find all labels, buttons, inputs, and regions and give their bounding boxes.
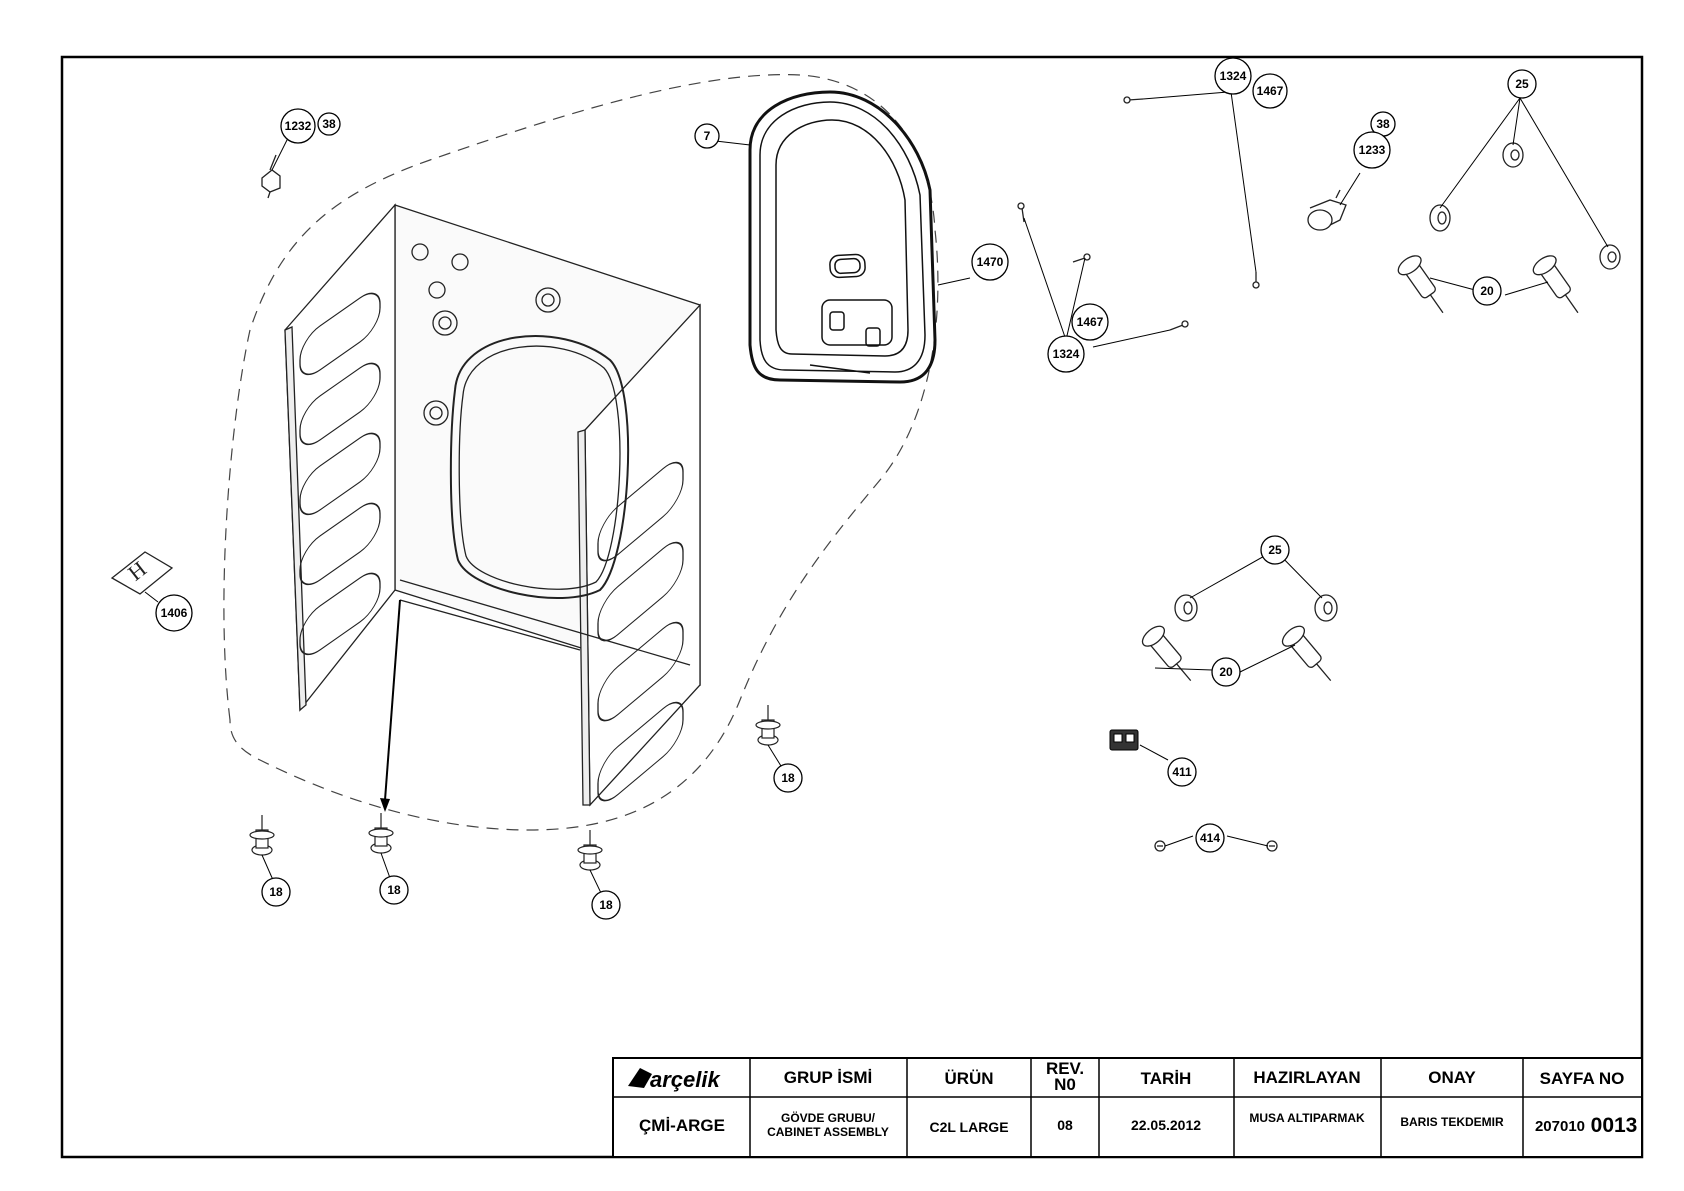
bumpers-25-lower [1174, 594, 1338, 622]
svg-text:25: 25 [1515, 77, 1529, 91]
brand-logo: arçelik [628, 1067, 721, 1092]
callout-7: 7 [694, 123, 720, 149]
product-value: C2L LARGE [929, 1119, 1008, 1135]
callout-18d: 18 [773, 763, 803, 793]
callout-38a: 38 [317, 112, 341, 136]
door-seal-frame [748, 90, 937, 384]
svg-text:1324: 1324 [1053, 347, 1080, 361]
shock-absorbers-20-upper [1397, 255, 1579, 314]
group-name-line1: GÖVDE GRUBU/ [781, 1110, 876, 1125]
group-name-line2: CABINET ASSEMBLY [767, 1125, 889, 1139]
date-value: 22.05.2012 [1131, 1117, 1201, 1133]
svg-text:18: 18 [387, 883, 401, 897]
svg-text:18: 18 [781, 771, 795, 785]
title-block: arçelik GRUP İSMİ ÜRÜN REV. N0 TARİH HAZ… [612, 1057, 1643, 1158]
header-group-name: GRUP İSMİ [784, 1068, 872, 1087]
shock-absorbers-20-lower [1141, 625, 1332, 682]
svg-text:H: H [123, 556, 151, 586]
label-sticker-1406: H [110, 551, 174, 595]
callout-25a: 25 [1507, 69, 1537, 99]
svg-text:1324: 1324 [1220, 69, 1247, 83]
clamp-1233 [1307, 189, 1347, 231]
callout-1324b: 1324 [1047, 335, 1085, 373]
svg-text:18: 18 [269, 885, 283, 899]
leveling-feet-18 [249, 705, 781, 871]
callout-1232: 1232 [280, 108, 316, 144]
callout-18a: 18 [261, 877, 291, 907]
svg-text:1232: 1232 [285, 119, 312, 133]
assembly-boundary-dashed [223, 74, 939, 831]
clip-411 [1109, 729, 1139, 751]
callout-1467b: 1467 [1071, 303, 1109, 341]
callout-1470: 1470 [971, 243, 1009, 281]
bumpers-25-upper [1429, 142, 1621, 270]
rev-no-value: 08 [1057, 1117, 1073, 1133]
svg-text:1406: 1406 [161, 606, 188, 620]
callout-18c: 18 [591, 890, 621, 920]
prepared-by-value: MUSA ALTIPARMAK [1249, 1111, 1365, 1125]
callout-411: 411 [1167, 757, 1197, 787]
cabinet-body [284, 203, 701, 807]
callout-1406: 1406 [155, 594, 193, 632]
svg-text:38: 38 [322, 117, 336, 131]
svg-text:1470: 1470 [977, 255, 1004, 269]
svg-text:414: 414 [1200, 831, 1220, 845]
approval-value: BARIS TEKDEMIR [1400, 1115, 1504, 1129]
callout-18b: 18 [379, 875, 409, 905]
header-rev-no-1: REV. [1046, 1059, 1084, 1078]
svg-text:arçelik: arçelik [650, 1067, 721, 1092]
callout-25b: 25 [1260, 535, 1290, 565]
callouts: 1232 38 7 1470 1324 1467 38 1233 25 20 1… [155, 57, 1537, 920]
header-page-no: SAYFA NO [1540, 1069, 1625, 1088]
svg-text:1467: 1467 [1257, 84, 1284, 98]
header-rev-no-2: N0 [1054, 1075, 1076, 1094]
svg-text:7: 7 [704, 129, 711, 143]
assembly-arrow [380, 599, 401, 812]
header-approval: ONAY [1428, 1068, 1476, 1087]
callout-20b: 20 [1211, 657, 1241, 687]
bracket-1232 [261, 154, 281, 199]
svg-text:25: 25 [1268, 543, 1282, 557]
department-value: ÇMİ-ARGE [639, 1116, 725, 1135]
svg-text:20: 20 [1219, 665, 1233, 679]
callout-1467a: 1467 [1252, 73, 1288, 109]
svg-text:38: 38 [1376, 117, 1390, 131]
callout-20a: 20 [1472, 276, 1502, 306]
svg-text:20: 20 [1480, 284, 1494, 298]
page-no-suffix: 0013 [1591, 1114, 1638, 1137]
screws-1324 [1017, 96, 1260, 331]
callout-1233: 1233 [1353, 131, 1391, 169]
svg-text:1233: 1233 [1359, 143, 1386, 157]
header-product: ÜRÜN [944, 1069, 993, 1088]
svg-text:1467: 1467 [1077, 315, 1104, 329]
callout-1324a: 1324 [1214, 57, 1252, 95]
svg-text:18: 18 [599, 898, 613, 912]
callout-414: 414 [1195, 823, 1225, 853]
header-prepared-by: HAZIRLAYAN [1253, 1068, 1360, 1087]
header-date: TARİH [1141, 1069, 1192, 1088]
svg-text:411: 411 [1172, 765, 1192, 779]
page-no-prefix: 207010 [1535, 1118, 1585, 1135]
